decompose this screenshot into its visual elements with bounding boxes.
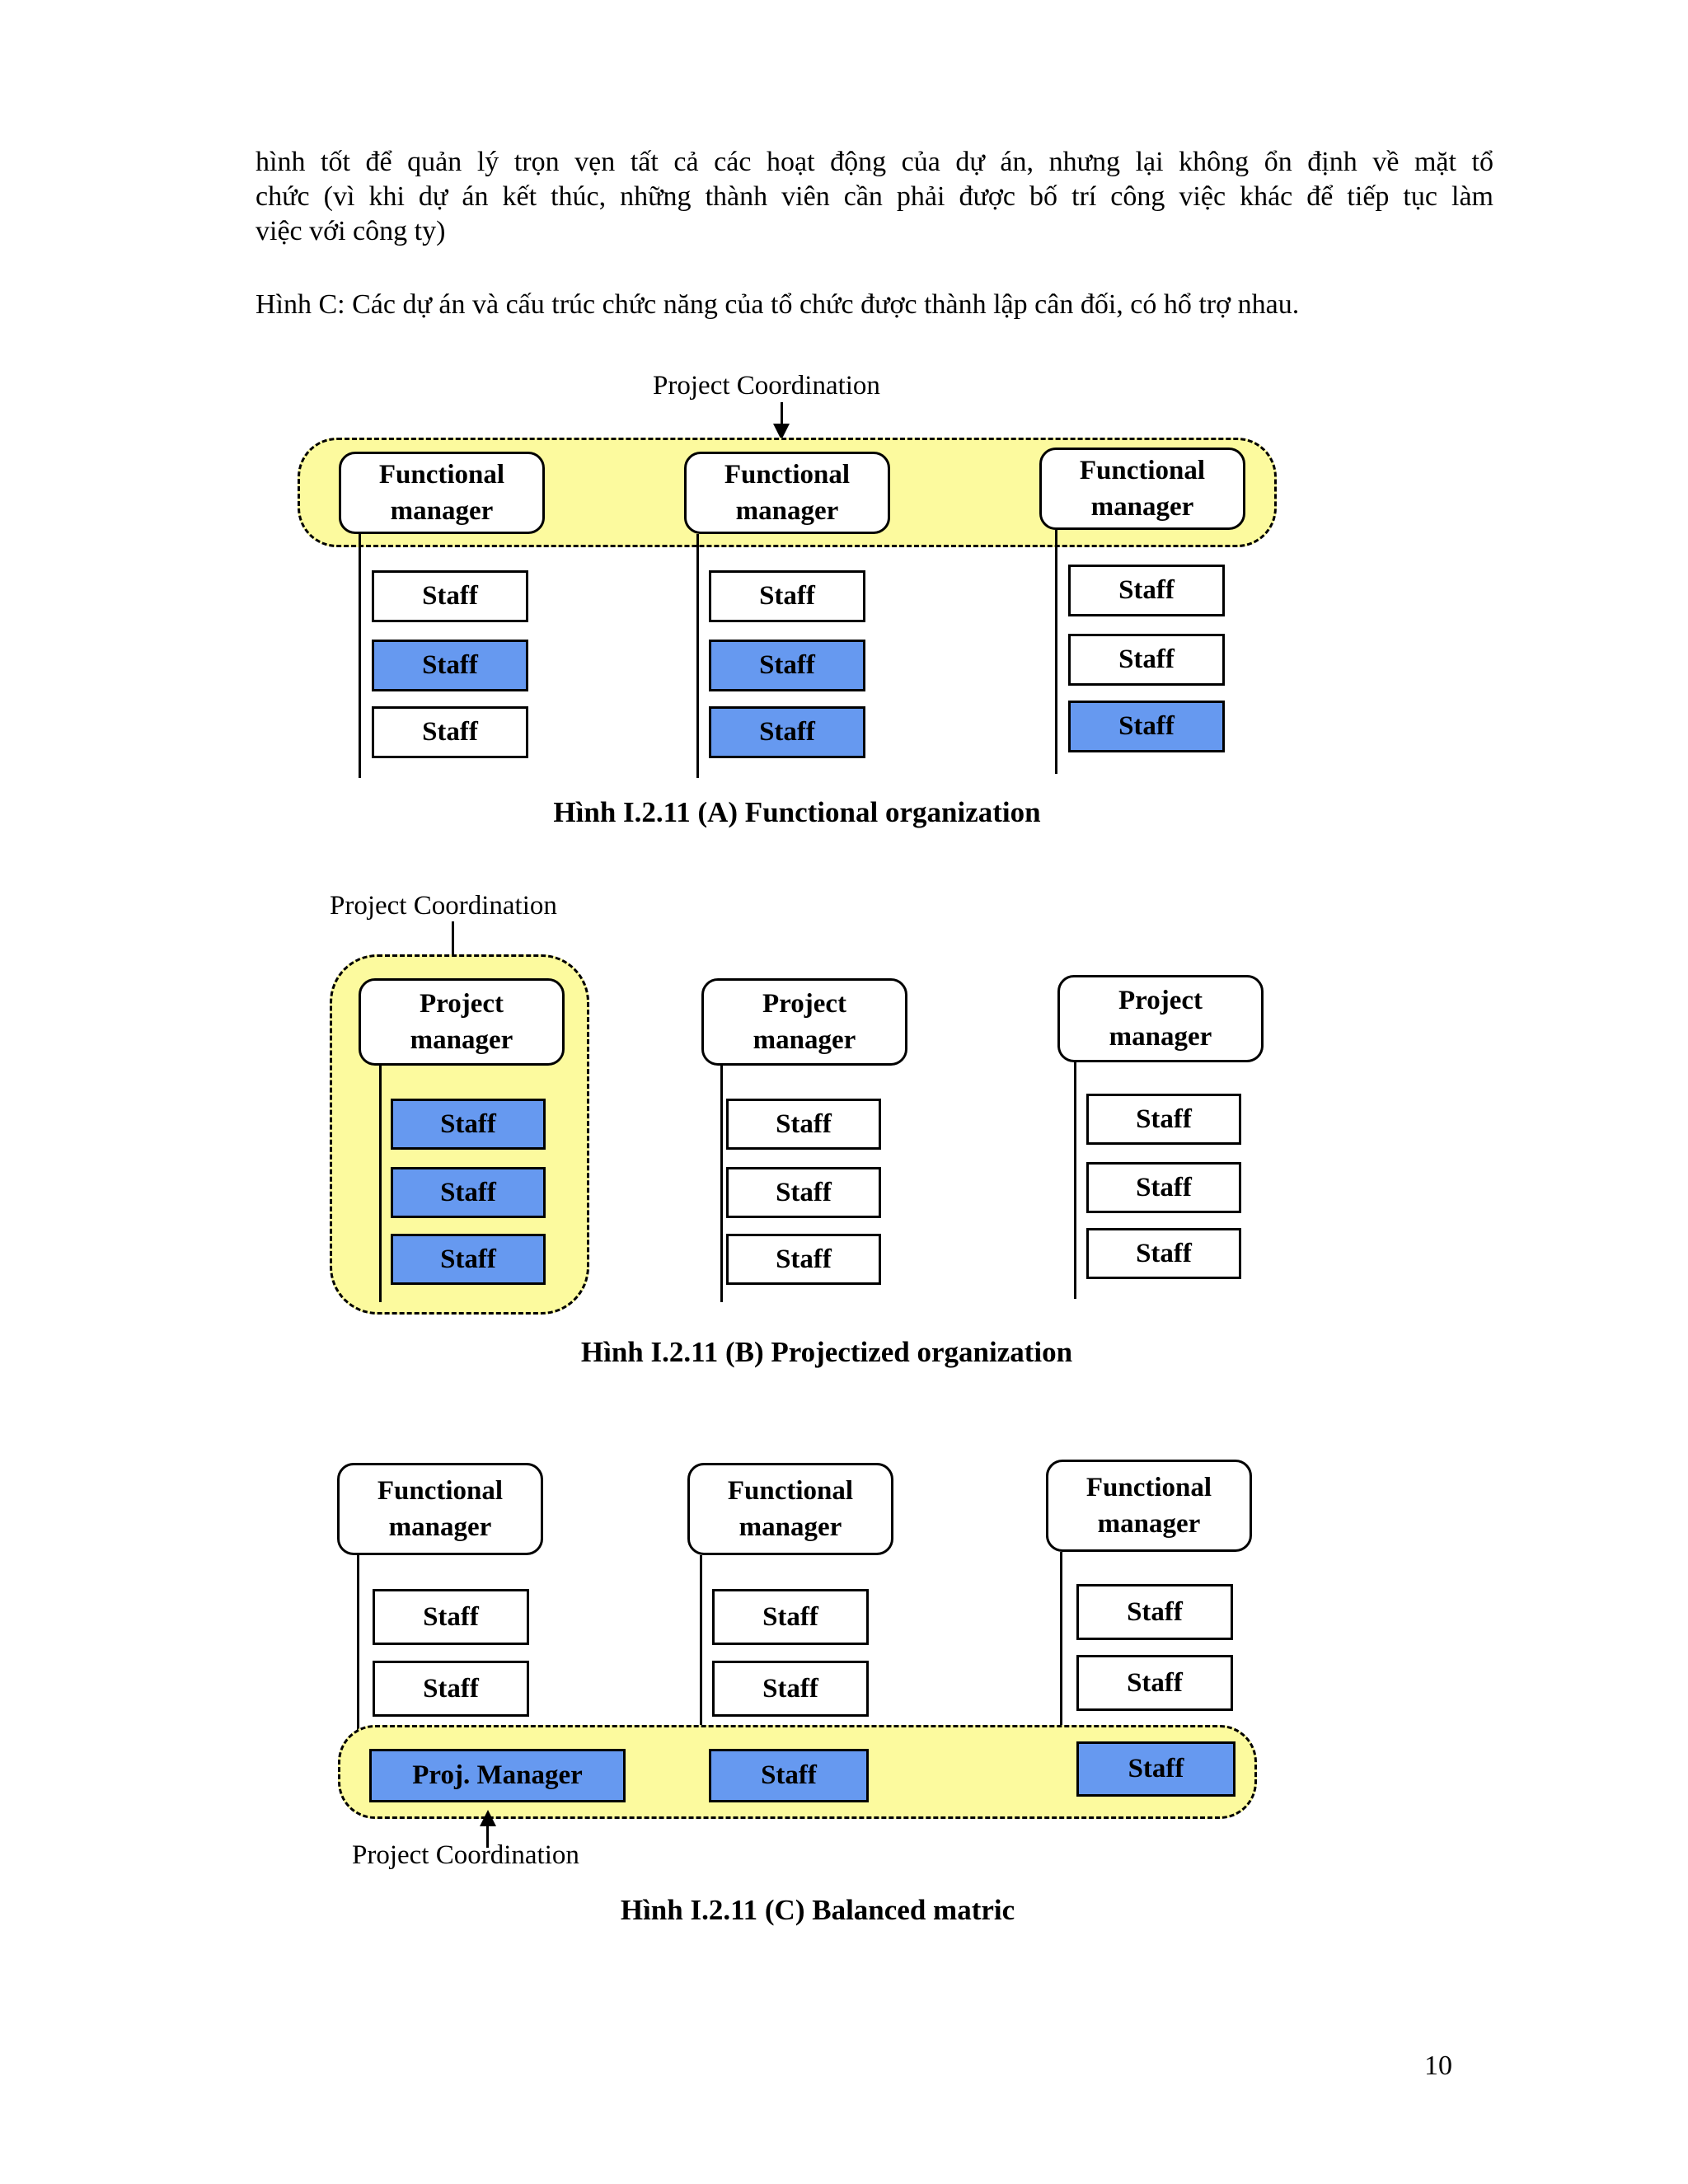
- staff-box: Staff: [1076, 1584, 1233, 1640]
- staff-box: Staff: [373, 1589, 529, 1645]
- org-column-line: [379, 1066, 382, 1302]
- staff-box: Staff: [709, 640, 865, 691]
- staff-box: Staff: [709, 706, 865, 758]
- org-column-line: [720, 1066, 723, 1302]
- figure-a-caption: Hình I.2.11 (A) Functional organization: [553, 796, 1041, 828]
- staff-box: Staff: [391, 1234, 546, 1285]
- staff-box: Staff: [1086, 1094, 1241, 1145]
- project-manager-box: Project manager: [359, 978, 565, 1066]
- staff-box: Staff: [1086, 1162, 1241, 1213]
- staff-box: Staff: [1068, 634, 1225, 686]
- down-arrow-head-icon: [773, 424, 790, 440]
- staff-box: Staff: [391, 1099, 546, 1150]
- figure-b-caption: Hình I.2.11 (B) Projectized organization: [580, 1336, 1073, 1368]
- staff-box: Staff: [726, 1099, 881, 1150]
- org-column-line: [357, 1555, 359, 1749]
- staff-box: Staff: [372, 570, 528, 622]
- functional-manager-box: Functional manager: [687, 1463, 893, 1555]
- staff-box: Staff: [709, 1749, 869, 1802]
- org-column-line: [700, 1555, 702, 1802]
- staff-box: Staff: [1076, 1655, 1233, 1711]
- org-column-line: [1060, 1552, 1062, 1797]
- functional-manager-box: Functional manager: [337, 1463, 543, 1555]
- project-coordination-label: Project Coordination: [653, 371, 880, 401]
- staff-box: Staff: [709, 570, 865, 622]
- up-arrow: [486, 1825, 489, 1848]
- staff-box: Staff: [391, 1167, 546, 1218]
- staff-box: Staff: [1068, 565, 1225, 616]
- project-manager-box: Project manager: [701, 978, 907, 1066]
- staff-box: Staff: [712, 1589, 869, 1645]
- project-coordination-label: Project Coordination: [352, 1840, 579, 1870]
- project-coordination-label: Project Coordination: [330, 891, 557, 921]
- figure-c-intro: Hình C: Các dự án và cấu trúc chức năng …: [256, 289, 1300, 320]
- org-column-line: [1074, 1062, 1076, 1299]
- staff-box: Staff: [372, 706, 528, 758]
- staff-box: Staff: [372, 640, 528, 691]
- org-column-line: [696, 534, 699, 778]
- proj-manager-box: Proj. Manager: [369, 1749, 626, 1802]
- functional-manager-box: Functional manager: [1046, 1460, 1252, 1552]
- staff-box: Staff: [726, 1167, 881, 1218]
- staff-box: Staff: [726, 1234, 881, 1285]
- staff-box: Staff: [1086, 1228, 1241, 1279]
- down-arrow: [781, 402, 783, 425]
- body-text-line: hình tốt để quản lý trọn vẹn tất cả các …: [256, 147, 1493, 177]
- org-column-line: [1055, 530, 1057, 774]
- figure-c-caption: Hình I.2.11 (C) Balanced matric: [620, 1894, 1015, 1926]
- up-arrow-head-icon: [480, 1810, 496, 1826]
- functional-manager-box: Functional manager: [339, 452, 545, 534]
- body-text-line: việc với công ty): [256, 216, 446, 246]
- staff-box: Staff: [373, 1661, 529, 1717]
- project-manager-box: Project manager: [1057, 975, 1264, 1062]
- functional-manager-box: Functional manager: [1039, 448, 1245, 530]
- body-text-line: chức (vì khi dự án kết thúc, những thành…: [256, 181, 1493, 212]
- down-arrow: [452, 921, 454, 958]
- org-column-line: [359, 534, 361, 778]
- staff-box: Staff: [1068, 701, 1225, 752]
- staff-box: Staff: [1076, 1741, 1236, 1797]
- staff-box: Staff: [712, 1661, 869, 1717]
- page-number: 10: [1424, 2050, 1452, 2081]
- functional-manager-box: Functional manager: [684, 452, 890, 534]
